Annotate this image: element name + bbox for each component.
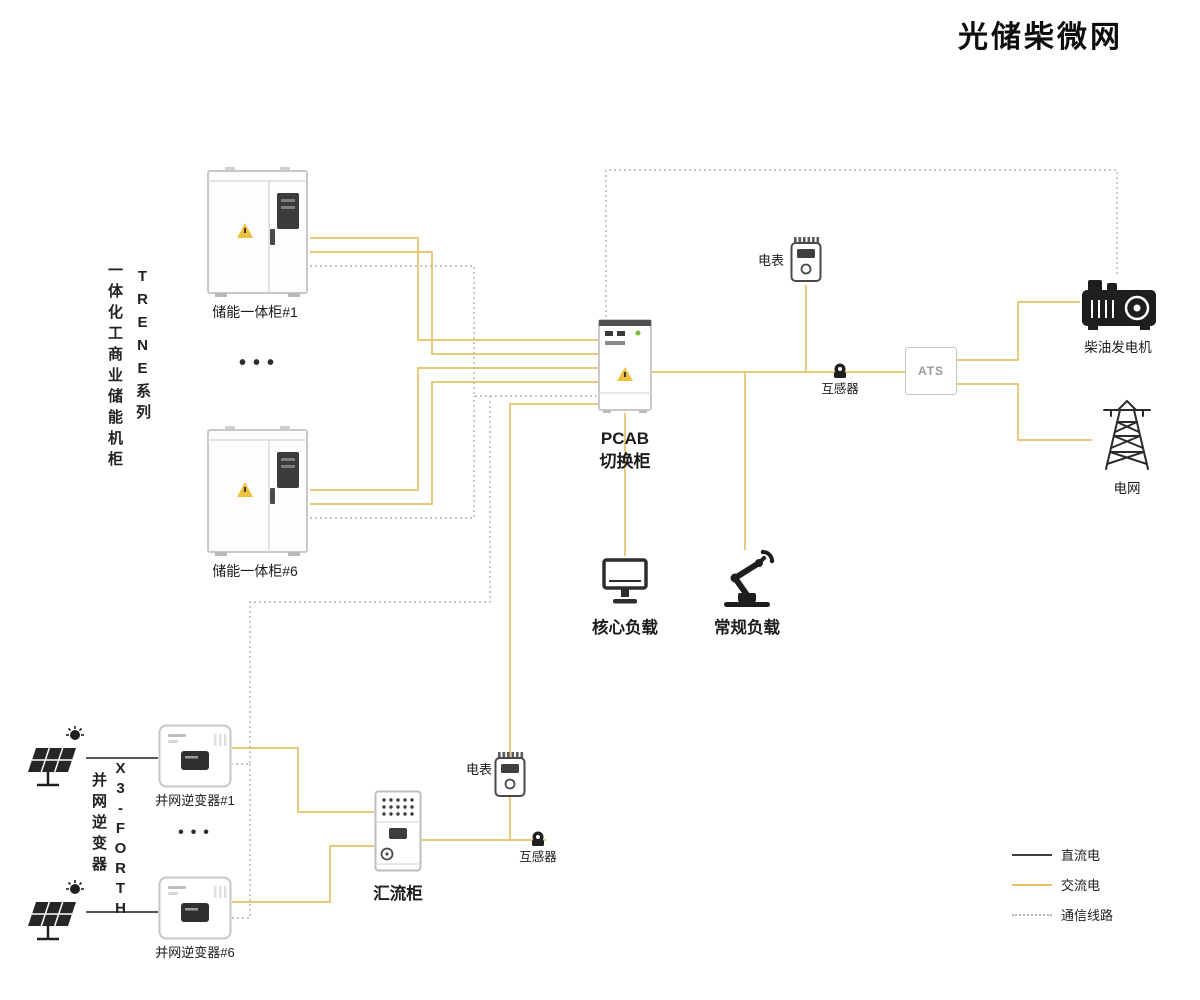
storage-ellipsis: ••• (238, 352, 281, 374)
pcab-cabinet-icon (597, 317, 653, 418)
meter-bottom-label: 电表 (465, 762, 492, 777)
dc-line-label: 直流电 (1061, 848, 1101, 863)
diesel-generator-label: 柴油发电机 (1084, 340, 1152, 355)
meter-top-label: 电表 (757, 253, 784, 268)
solar-panel-2-icon (22, 880, 84, 953)
ac-line-label: 交流电 (1061, 878, 1101, 893)
inverter-6-icon (158, 876, 232, 945)
page-title: 光储柴微网 (958, 21, 1123, 54)
legend-row-comm: 通信线路 (1012, 905, 1113, 924)
diesel-generator-icon (1080, 274, 1158, 337)
grid-label: 电网 (1113, 481, 1141, 496)
pcab-label-line2: 切换柜 (599, 451, 651, 471)
combiner-cabinet-icon (374, 790, 422, 877)
inverter-6-label: 并网逆变器#6 (155, 945, 235, 960)
storage-series-description: 一体化工商业储能机柜 (106, 262, 123, 472)
current-transformer-bottom-label: 互感器 (519, 850, 557, 864)
legend-row-ac: 交流电 (1012, 875, 1113, 894)
inverter-1-icon (158, 724, 232, 793)
comm-line-label: 通信线路 (1061, 908, 1114, 923)
pcab-label: PCAB 切换柜 (575, 428, 675, 474)
ats-box: ATS (905, 347, 957, 395)
ac-wires (232, 237, 1092, 903)
legend-row-dc: 直流电 (1012, 845, 1113, 864)
storage-series-name: TRENE系列 (134, 268, 151, 425)
inverter-series-name: X3-FORTH (112, 760, 129, 920)
dc-line-swatch (1012, 853, 1052, 856)
grid-tower-icon (1090, 398, 1164, 477)
inverter-1-label: 并网逆变器#1 (155, 793, 235, 808)
comm-wires (232, 169, 1118, 919)
storage-cabinet-6-label: 储能一体柜#6 (212, 563, 298, 579)
normal-load-label: 常规负载 (714, 619, 780, 637)
solar-panel-1-icon (22, 726, 84, 799)
inverter-ellipsis: ••• (178, 824, 216, 841)
storage-cabinet-1-icon (205, 163, 310, 303)
legend: 直流电 交流电 通信线路 (1012, 845, 1113, 935)
storage-cabinet-6-icon (205, 422, 310, 562)
dc-wires (86, 757, 158, 913)
normal-load-robot-icon (714, 548, 780, 615)
core-load-label: 核心负载 (592, 619, 658, 637)
meter-bottom-icon (494, 752, 526, 803)
comm-line-swatch (1012, 913, 1052, 916)
combiner-cabinet-label: 汇流柜 (373, 885, 423, 903)
ac-line-swatch (1012, 883, 1052, 886)
current-transformer-top-label: 互感器 (821, 382, 859, 396)
ats-label: ATS (905, 347, 957, 395)
meter-top-icon (790, 237, 822, 288)
inverter-series-description: 并网逆变器 (90, 772, 107, 877)
storage-cabinet-1-label: 储能一体柜#1 (212, 304, 298, 320)
core-load-monitor-icon (602, 558, 648, 613)
pcab-label-line1: PCAB (600, 429, 650, 448)
